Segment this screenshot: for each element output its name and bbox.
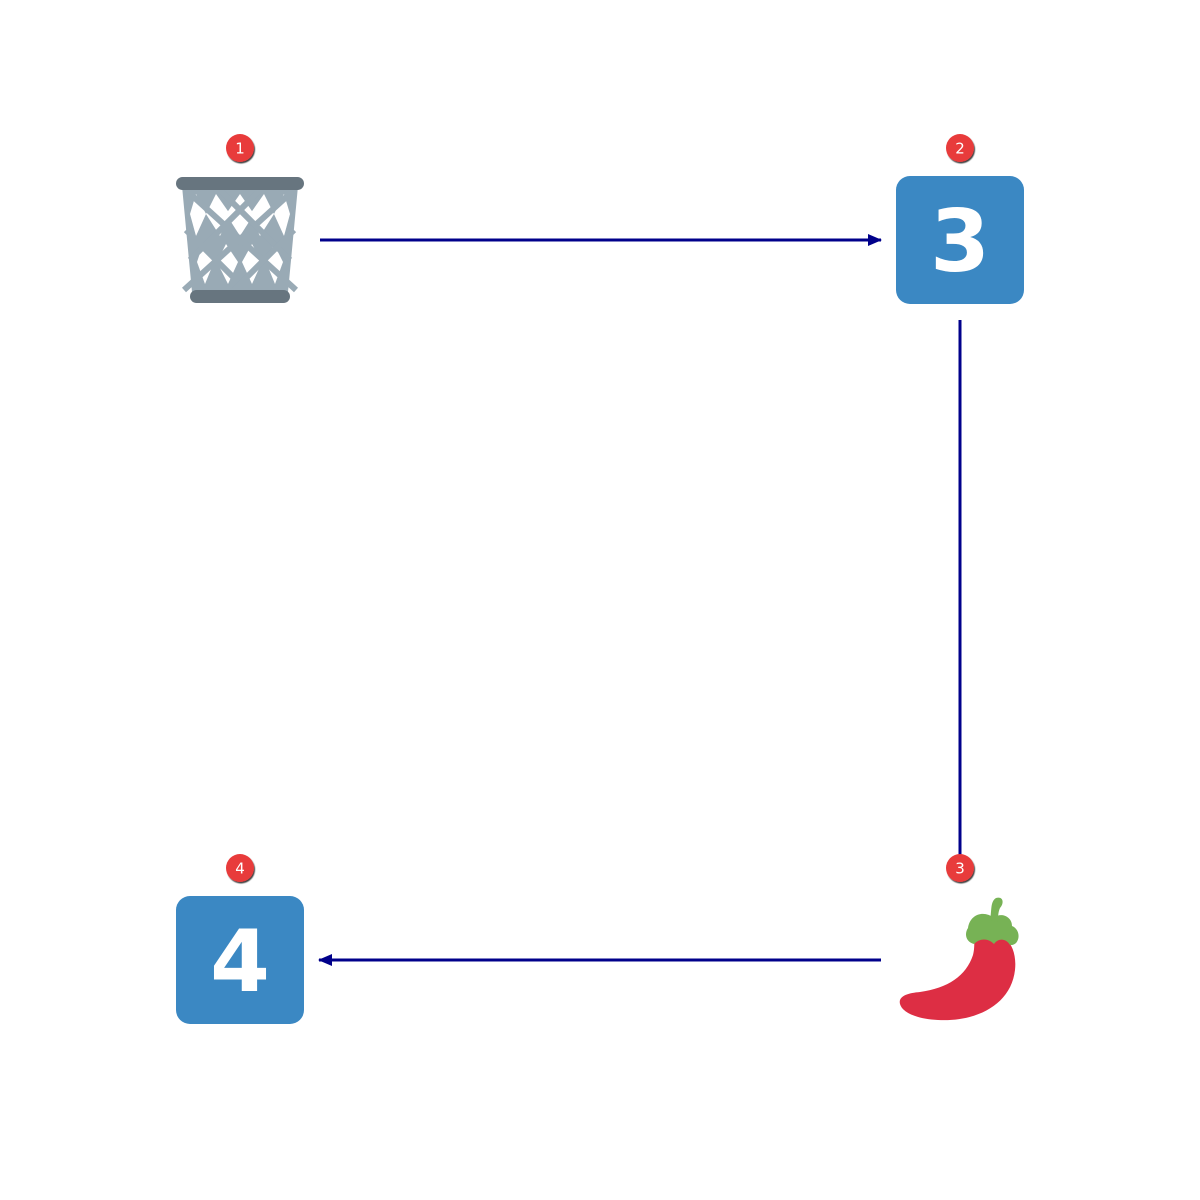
step-number: 4 (235, 860, 245, 878)
keycap-3-icon: 3 (896, 176, 1024, 304)
node-2: 3 2 (896, 134, 1024, 304)
node-1: 1 (176, 134, 304, 303)
step-badge: 3 (946, 854, 974, 882)
step-number: 3 (955, 860, 965, 878)
step-number: 2 (955, 140, 965, 158)
edges (318, 234, 962, 966)
step-badge: 1 (226, 134, 254, 162)
wastebasket-icon (176, 177, 304, 303)
step-badge: 4 (226, 854, 254, 882)
keycap-digit: 4 (210, 912, 270, 1012)
hot-pepper-icon (899, 897, 1019, 1021)
node-4: 4 4 (176, 854, 304, 1024)
keycap-4-icon: 4 (176, 896, 304, 1024)
step-badge: 2 (946, 134, 974, 162)
keycap-digit: 3 (930, 192, 990, 292)
node-3: 3 (899, 854, 1019, 1021)
step-number: 1 (235, 140, 245, 158)
